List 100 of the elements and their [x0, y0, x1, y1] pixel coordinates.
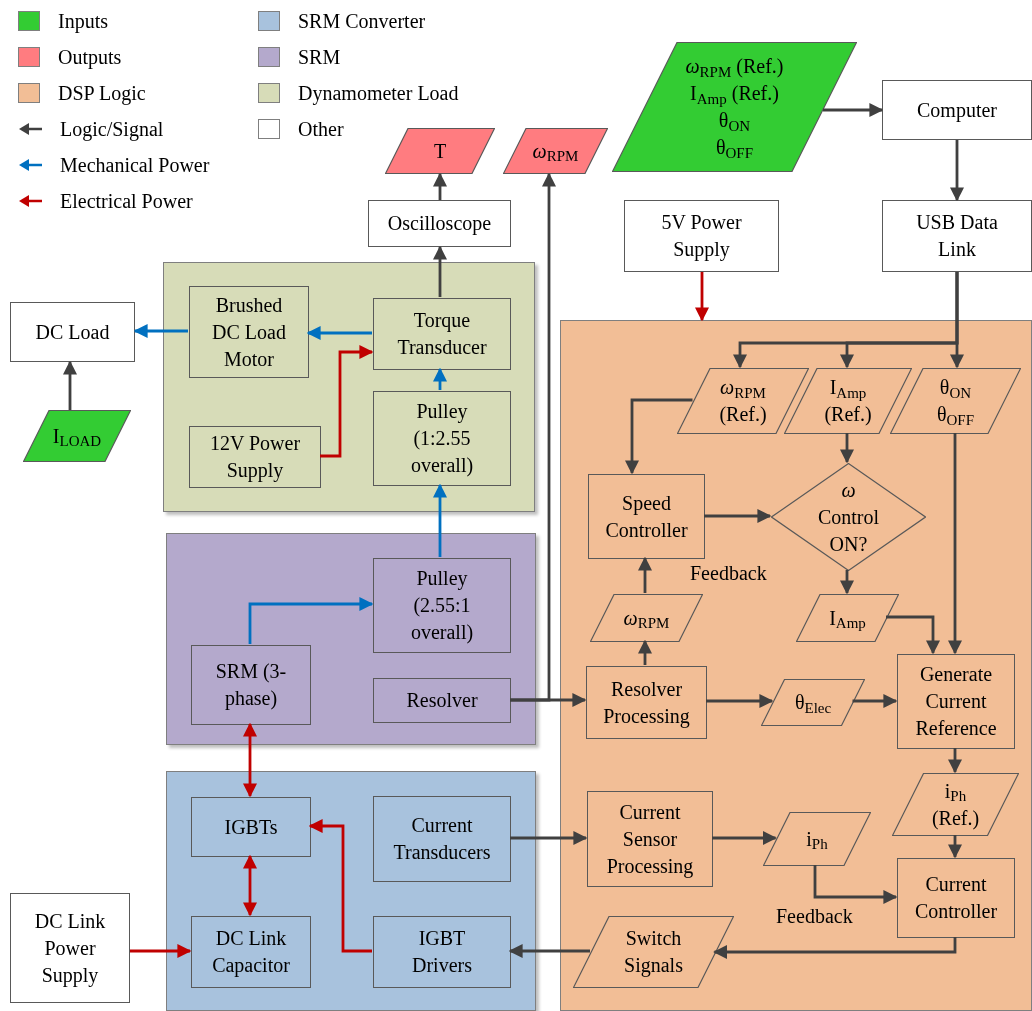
node-text: ω$_{RPM}$ (Ref.) [685, 54, 784, 80]
process-box [586, 666, 707, 739]
feedback-label: Feedback [776, 906, 853, 926]
arrow [813, 865, 898, 904]
arrow [948, 835, 962, 859]
node-text: Pulley (1:2.55 overall) [409, 399, 475, 479]
legend-label: Mechanical Power [60, 155, 210, 175]
data-parallelogram [761, 679, 865, 726]
node-text: ω$_{RPM}$ [532, 138, 579, 165]
legend-label: SRM Converter [298, 11, 426, 31]
process-box [191, 797, 311, 857]
arrow [840, 570, 854, 595]
group-panel [166, 533, 536, 745]
arrow [625, 398, 693, 475]
data-parallelogram [590, 594, 703, 642]
data-parallelogram [784, 368, 912, 434]
process-box [882, 200, 1032, 272]
process-box [373, 916, 511, 988]
feedback-label: Feedback [690, 563, 767, 583]
legend-label: Dynamometer Load [298, 83, 459, 103]
arrow [133, 324, 188, 338]
arrow [950, 272, 964, 369]
node-text: I$_{LOAD}$ [52, 423, 102, 450]
process-box [10, 893, 130, 1003]
legend-label: SRM [298, 47, 341, 67]
legend-label: Inputs [58, 11, 108, 31]
arrow [306, 326, 372, 340]
process-box [373, 796, 511, 882]
data-parallelogram [677, 368, 809, 434]
node-text: Current Sensor Processing [605, 799, 695, 880]
legend-label: Outputs [58, 47, 122, 67]
process-box [189, 286, 309, 378]
node-text: Current Transducers [392, 813, 492, 865]
node-text: Speed Controller [604, 490, 689, 543]
arrow [508, 944, 590, 958]
arrow [712, 831, 777, 845]
arrow [433, 483, 447, 557]
output-parallelogram [385, 128, 495, 174]
group-panel [166, 771, 536, 1011]
node-text: T [433, 138, 447, 164]
decision-diamond [771, 463, 926, 571]
node-text: Current Controller [913, 872, 999, 924]
node-text: ω$_{RPM}$ [623, 605, 670, 632]
node-text: θ$_{Elec}$ [794, 690, 832, 716]
process-box [587, 791, 713, 887]
arrow [706, 694, 774, 708]
node-text: ω$_{RPM}$ (Ref.) [718, 375, 768, 428]
data-parallelogram [796, 594, 899, 642]
node-text: Generate Current Reference [914, 662, 998, 741]
node-text: DC Link Capacitor [211, 926, 291, 979]
node-text: DC Link Power Supply [33, 908, 107, 989]
process-box [373, 678, 511, 723]
node-text: I$_{Amp}$ (Ref.) [690, 81, 779, 107]
legend-label: Logic/Signal [60, 119, 164, 139]
node-text: I$_{Amp}$ [829, 605, 866, 632]
arrow [638, 556, 652, 593]
arrow [433, 367, 447, 390]
arrow [638, 639, 652, 665]
arrow [840, 433, 854, 464]
process-box [897, 858, 1015, 938]
arrow [852, 694, 898, 708]
node-text: 12V Power Supply [208, 431, 302, 484]
legend-label: Electrical Power [60, 191, 193, 211]
process-box [191, 645, 311, 725]
arrow [63, 360, 77, 410]
arrow [243, 854, 257, 917]
node-text: θ$_{ON}$ [718, 108, 751, 134]
node-text: ω Control ON? [816, 477, 881, 557]
process-box [373, 391, 511, 486]
arrow [713, 937, 957, 959]
node-text: θ$_{ON}$ [939, 375, 972, 401]
legend-label: DSP Logic [58, 83, 146, 103]
node-text: I$_{Amp}$ (Ref.) [823, 375, 873, 428]
node-text: DC Load [35, 319, 110, 345]
node-text: Brushed DC Load Motor [211, 292, 287, 372]
node-text: IGBTs [224, 814, 278, 840]
arrow [433, 245, 447, 297]
node-text: Switch Signals [623, 926, 684, 979]
arrow [510, 831, 588, 845]
node-text: Resolver [406, 688, 478, 713]
arrow [695, 272, 709, 322]
node-text: Pulley (2.55:1 overall) [409, 566, 475, 646]
node-text: Resolver Processing [602, 676, 691, 730]
arrow [243, 722, 257, 798]
arrow [886, 615, 940, 655]
process-box [897, 654, 1015, 749]
output-parallelogram [503, 128, 608, 174]
input-parallelogram [612, 42, 857, 172]
node-text: i$_{Ph}$ (Ref.) [930, 778, 981, 832]
node-text: Torque Transducer [396, 308, 488, 360]
arrow [950, 140, 964, 202]
arrow [704, 509, 772, 523]
arrow [320, 345, 374, 458]
process-box [588, 474, 705, 559]
process-box [191, 916, 311, 988]
data-parallelogram [892, 773, 1019, 836]
arrow [433, 172, 447, 200]
group-panel [560, 320, 1032, 1011]
arrow [130, 944, 192, 958]
process-box [373, 558, 511, 653]
